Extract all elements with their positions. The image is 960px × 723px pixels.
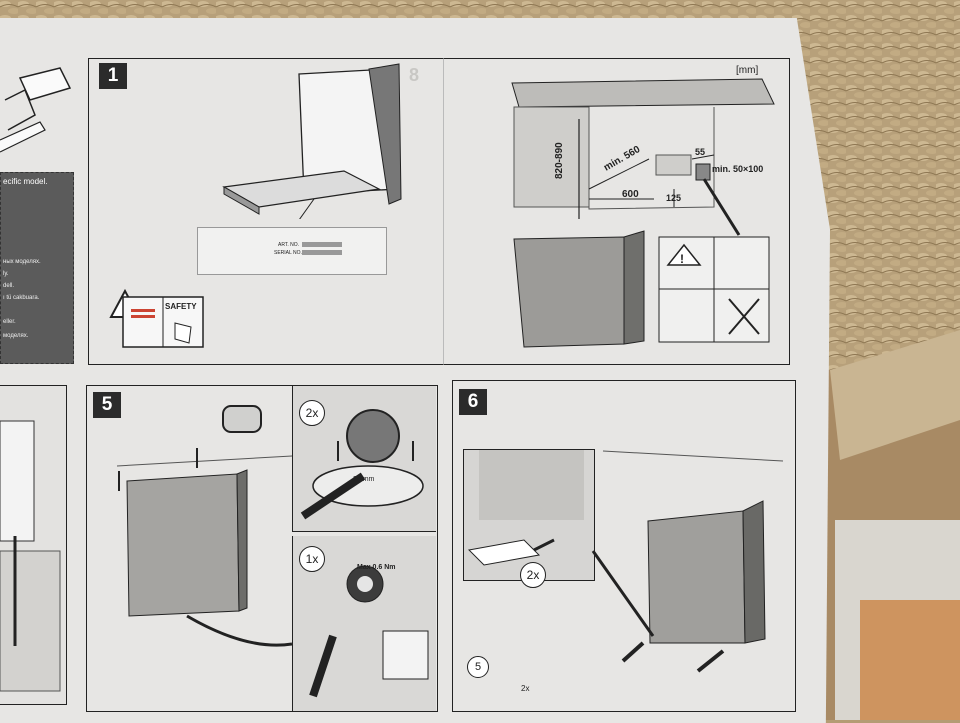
art-no-label: ART. NO. <box>278 242 300 248</box>
language-line: ных моделях. <box>3 259 41 265</box>
step-number-1: 1 <box>99 63 127 89</box>
step-number-5: 5 <box>93 392 121 418</box>
dishwasher-front-illustration <box>591 450 784 673</box>
left-strip-panel: ecific model. ных моделях. ly. dell. ı t… <box>0 60 80 364</box>
serial-no-bar <box>302 250 342 255</box>
language-line: dell. <box>3 283 15 289</box>
torque-detail: 1x Max 0.6 Nm <box>292 536 436 711</box>
dishwasher-open-door-illustration <box>222 63 402 219</box>
ghost-step-number: 8 <box>409 65 420 85</box>
languages-box: ecific model. ных моделях. ly. dell. ı t… <box>0 172 74 364</box>
torque-label: Max 0.6 Nm <box>357 564 396 571</box>
part-number-badge: 5 <box>467 656 489 678</box>
panel-6: 6 2x 5 2x <box>452 380 796 712</box>
hole-min-label: min. 50×100 <box>712 164 763 174</box>
dishwasher-install-illustration <box>116 405 292 647</box>
foot-adjust-detail: 2x 24 mm <box>292 386 436 532</box>
left-bottom-illustration <box>0 420 61 692</box>
language-line: ly. <box>3 271 9 277</box>
width-label: 600 <box>622 189 639 200</box>
height-range-label: 820-890 <box>554 142 565 179</box>
panel-dimensions: [mm] 820-890 min. 560 600 55 125 min. 50… <box>443 58 790 365</box>
depth-min-label: min. 560 <box>602 144 643 174</box>
serial-no-label: SERIAL NO. <box>274 250 302 256</box>
left-strip-illustration <box>0 67 72 153</box>
language-line: eller. <box>3 319 16 325</box>
niche-dimension-drawing: 820-890 min. 560 600 55 125 min. 50×100 … <box>511 78 775 348</box>
language-line: моделях. <box>3 333 29 339</box>
specific-model-text: ecific model. <box>3 177 48 186</box>
count-1x-badge: 1x <box>299 546 325 572</box>
panel-5: 5 2x 24 mm 1x Max 0.6 Nm <box>86 385 438 712</box>
dim-55-label: 55 <box>695 147 705 157</box>
screw-detail: 2x <box>463 449 595 588</box>
left-bottom-panel <box>0 385 67 705</box>
art-no-bar <box>302 242 342 247</box>
wrench-size-label: 24 mm <box>353 476 375 483</box>
svg-text:!: ! <box>680 252 684 266</box>
unit-label: [mm] <box>736 65 759 76</box>
rating-plate: ART. NO. SERIAL NO. <box>197 227 387 275</box>
torque-illustration <box>309 565 429 698</box>
safety-manual-icon: ! SAFETY <box>109 288 204 348</box>
dim-125-label: 125 <box>666 193 681 203</box>
hand-screwing-illustration <box>467 450 584 566</box>
wrench-illustration <box>300 409 424 520</box>
count-2x-badge: 2x <box>520 562 546 588</box>
language-line: ı tü cakbuara. <box>3 295 40 301</box>
panel-1: 1 8 ART. NO. SERIAL NO. ! SAFETY <box>88 58 445 365</box>
safety-label: SAFETY <box>165 302 197 311</box>
screws-count-label: 2x <box>521 684 530 693</box>
step-number-6: 6 <box>459 389 487 415</box>
count-2x-badge: 2x <box>299 400 325 426</box>
